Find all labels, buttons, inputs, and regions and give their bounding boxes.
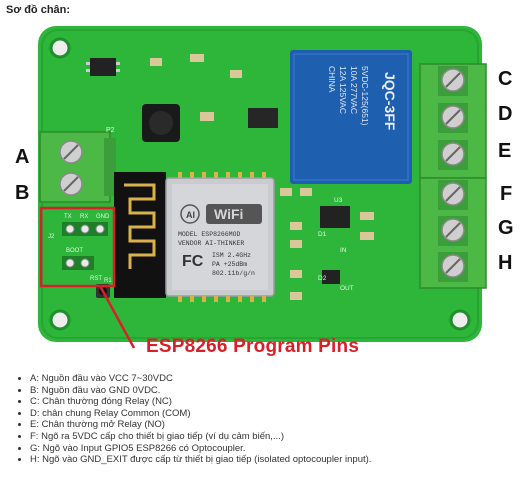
terminal-screws-power	[59, 140, 83, 196]
terminal-label-h: H	[498, 252, 513, 274]
list-item: C: Chân thường đóng Relay (NC)	[30, 396, 371, 408]
relay-brand: JQC-3FF	[382, 72, 398, 131]
module-vendor: VENDOR AI-THINKER	[178, 240, 244, 247]
list-item: G: Ngõ vào Input GPIO5 ESP8266 có Optoco…	[30, 443, 371, 455]
program-pins-highlight	[39, 206, 116, 288]
list-item: D: chân chung Relay Common (COM)	[30, 408, 371, 420]
mount-hole	[49, 37, 71, 59]
esp-antenna-area	[114, 172, 166, 298]
module-pa: PA +25dBm	[212, 261, 247, 268]
module-standard: 802.11b/g/n	[212, 270, 255, 277]
relay	[290, 50, 412, 184]
label-r1: R1	[104, 278, 112, 284]
optocoupler	[320, 206, 350, 228]
relay-spec-2: 10A 277VAC	[349, 66, 359, 114]
label-in: IN	[340, 247, 347, 254]
pin-description-list: A: Nguồn đầu vào VCC 7~30VDC B: Nguồn đầ…	[14, 373, 371, 466]
label-u3: U3	[334, 197, 343, 204]
relay-spec-3: 12A 125VAC	[338, 66, 348, 114]
fcc-logo: FC	[182, 253, 204, 270]
terminal-label-e: E	[498, 140, 512, 162]
label-rx: RX	[80, 214, 88, 220]
wifi-logo: WiFi	[214, 206, 243, 222]
board-illustration: JQC-3FF 5VDC-125(651) 10A 277VAC 12A 125…	[38, 26, 487, 349]
label-rst: RST	[90, 276, 102, 282]
terminal-label-b: B	[15, 182, 30, 204]
label-j2: J2	[48, 234, 55, 240]
mount-hole	[49, 309, 71, 331]
label-d2: D2	[318, 275, 327, 282]
list-item: B: Nguồn đầu vào GND 0VDC.	[30, 385, 371, 397]
list-item: F: Ngõ ra 5VDC cấp cho thiết bị giao tiế…	[30, 431, 371, 443]
module-model: MODEL ESP8266MOD	[178, 231, 241, 238]
label-out: OUT	[340, 285, 354, 292]
terminal-label-g: G	[498, 217, 514, 239]
regulator-chip	[90, 58, 116, 76]
transistor-chip	[248, 108, 278, 128]
relay-spec-4: CHINA	[327, 66, 337, 93]
module-ism: ISM 2.4GHz	[212, 252, 251, 259]
uart-header	[62, 222, 108, 236]
svg-text:AI: AI	[186, 210, 195, 220]
list-item: A: Nguồn đầu vào VCC 7~30VDC	[30, 373, 371, 385]
highlight-pointer	[98, 285, 136, 349]
terminal-label-d: D	[498, 103, 513, 125]
terminal-screws-io	[438, 180, 468, 282]
terminal-label-f: F	[500, 183, 513, 205]
terminal-screws-relay	[438, 66, 468, 170]
program-pins-caption: ESP8266 Program Pins	[146, 336, 360, 357]
mount-hole	[449, 309, 471, 331]
page-heading: Sơ đồ chân:	[6, 4, 71, 16]
label-d1: D1	[318, 231, 327, 238]
list-item: E: Chân thường mở Relay (NO)	[30, 419, 371, 431]
label-boot: BOOT	[66, 248, 83, 254]
label-gnd: GND	[96, 214, 110, 220]
label-tx: TX	[64, 214, 72, 220]
terminal-label-c: C	[498, 68, 513, 90]
boot-header	[62, 256, 94, 270]
relay-spec-1: 5VDC-125(651)	[360, 66, 370, 126]
terminal-label-a: A	[15, 146, 30, 168]
label-p2: P2	[106, 127, 115, 134]
board-photo: JQC-3FF 5VDC-125(651) 10A 277VAC 12A 125…	[15, 26, 514, 357]
list-item: H: Ngõ vào GND_EXIT được cấp từ thiết bị…	[30, 454, 371, 466]
